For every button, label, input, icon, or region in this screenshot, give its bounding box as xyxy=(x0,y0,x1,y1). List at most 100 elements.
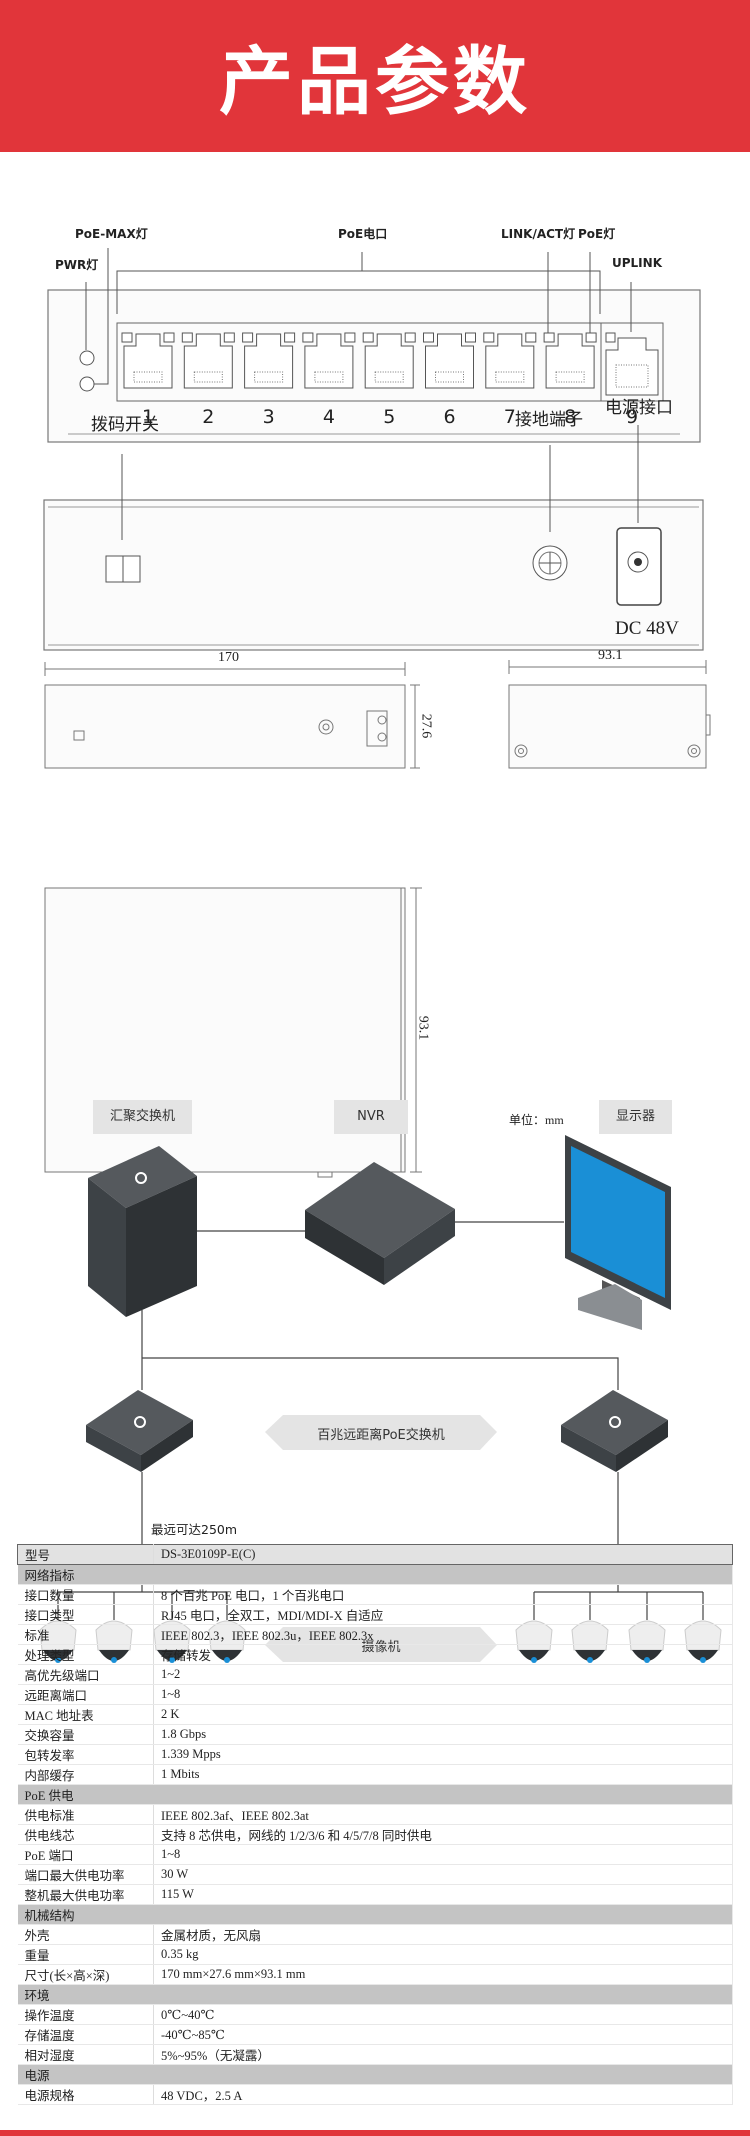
rear-panel-chassis xyxy=(43,499,704,651)
spec-label: 远距离端口 xyxy=(17,1684,154,1705)
table-row: 存储温度-40℃~85℃ xyxy=(17,2024,733,2045)
table-section-row: 机械结构 xyxy=(17,1904,733,1925)
rj45-port-icon xyxy=(181,332,235,389)
table-row: 处理类型存储转发 xyxy=(17,1644,733,1665)
uplink-label: UPLINK xyxy=(612,256,662,270)
port-number: 4 xyxy=(322,406,335,428)
spec-value: 115 W xyxy=(153,1884,733,1905)
distance-label: 最远可达250m xyxy=(151,1522,238,1537)
port-number: 5 xyxy=(383,406,396,428)
table-header-row: 型号 DS-3E0109P-E(C) xyxy=(17,1544,733,1565)
spec-label: 标准 xyxy=(17,1624,154,1645)
ground-terminal-label: 接地端子 xyxy=(515,410,583,430)
spec-label: 电源规格 xyxy=(17,2084,154,2105)
rj45-port-icon xyxy=(362,332,416,389)
port-number: 2 xyxy=(202,406,215,428)
section-title: 机械结构 xyxy=(17,1904,733,1925)
unit-note: 单位：mm xyxy=(509,1113,564,1127)
model-label: 型号 xyxy=(17,1544,154,1565)
nvr-icon xyxy=(305,1162,455,1285)
monitor-icon xyxy=(565,1135,671,1330)
port-number: 6 xyxy=(443,406,456,428)
spec-label: PoE 端口 xyxy=(17,1844,154,1865)
poe-switch-label: 百兆远距离PoE交换机 xyxy=(317,1428,445,1443)
port-number: 8 xyxy=(564,406,577,428)
table-section-row: PoE 供电 xyxy=(17,1784,733,1805)
dip-switch-label: 拨码开关 xyxy=(91,415,159,435)
spec-value: 0.35 kg xyxy=(153,1944,733,1965)
table-section-row: 电源 xyxy=(17,2064,733,2085)
port-number: 7 xyxy=(503,406,516,428)
spec-value: IEEE 802.3，IEEE 802.3u，IEEE 802.3x xyxy=(153,1624,733,1645)
rj45-port-icon xyxy=(605,332,659,396)
front-panel-drawing xyxy=(47,248,701,443)
nvr-label: NVR xyxy=(334,1100,408,1134)
spec-label: 接口类型 xyxy=(17,1604,154,1625)
port-number: 9 xyxy=(626,406,639,428)
table-row: 供电线芯支持 8 芯供电，网线的 1/2/3/6 和 4/5/7/8 同时供电 xyxy=(17,1824,733,1845)
core-switch-icon xyxy=(88,1146,197,1317)
uplink-port-block xyxy=(600,322,664,402)
section-title: 环境 xyxy=(17,1984,733,2005)
spec-value: 存储转发 xyxy=(153,1644,733,1665)
spec-value: 5%~95%（无凝露） xyxy=(153,2044,733,2065)
poe-max-led-label: PoE-MAX灯 xyxy=(75,227,148,241)
spec-value: 48 VDC，2.5 A xyxy=(153,2084,733,2105)
spec-value: 1~8 xyxy=(153,1844,733,1865)
dc-voltage-label: DC 48V xyxy=(615,618,679,639)
spec-label: 供电标准 xyxy=(17,1804,154,1825)
spec-value: 1 Mbits xyxy=(153,1764,733,1785)
spec-label: 高优先级端口 xyxy=(17,1664,154,1685)
rj45-port-icon xyxy=(543,332,597,389)
side-view-outline xyxy=(44,684,406,769)
monitor-label: 显示器 xyxy=(599,1100,672,1134)
section-title: PoE 供电 xyxy=(17,1784,733,1805)
spec-label: MAC 地址表 xyxy=(17,1704,154,1725)
spec-label: 内部缓存 xyxy=(17,1764,154,1785)
spec-label: 包转发率 xyxy=(17,1744,154,1765)
ground-terminal-icon xyxy=(532,545,568,581)
depth-side-dimension: 93.1 xyxy=(598,648,623,663)
spec-label: 相对湿度 xyxy=(17,2044,154,2065)
spec-label: 存储温度 xyxy=(17,2024,154,2045)
spec-value: RJ45 电口，全双工，MDI/MDI-X 自适应 xyxy=(153,1604,733,1625)
spec-value: 170 mm×27.6 mm×93.1 mm xyxy=(153,1964,733,1985)
poe-led-label: PoE灯 xyxy=(578,227,616,241)
poe-ports-label: PoE电口 xyxy=(338,227,388,241)
spec-label: 处理类型 xyxy=(17,1644,154,1665)
table-section-row: 环境 xyxy=(17,1984,733,2005)
spec-label: 端口最大供电功率 xyxy=(17,1864,154,1885)
power-port-label: 电源接口 xyxy=(605,398,673,418)
spec-value: 1.339 Mpps xyxy=(153,1744,733,1765)
length-dimension: 170 xyxy=(218,650,239,665)
spec-value: 8 个百兆 PoE 电口，1 个百兆电口 xyxy=(153,1584,733,1605)
footer-accent-line xyxy=(0,2130,750,2136)
spec-value: IEEE 802.3af、IEEE 802.3at xyxy=(153,1804,733,1825)
topology-drawing xyxy=(39,1135,722,1663)
spec-value: 1.8 Gbps xyxy=(153,1724,733,1745)
spec-label: 尺寸(长×高×深) xyxy=(17,1964,154,1985)
poe-switch-arrow xyxy=(265,1415,497,1450)
pwr-led-label: PWR灯 xyxy=(55,258,99,272)
spec-value: 0℃~40℃ xyxy=(153,2004,733,2025)
title-banner: 产品参数 xyxy=(0,0,750,152)
rj45-port-icon xyxy=(121,332,175,389)
link-act-led-label: LINK/ACT灯 xyxy=(501,227,576,241)
rear-panel-drawing xyxy=(43,425,704,651)
spec-label: 外壳 xyxy=(17,1924,154,1945)
model-value: DS-3E0109P-E(C) xyxy=(153,1544,733,1565)
table-row: 外壳金属材质，无风扇 xyxy=(17,1924,733,1945)
